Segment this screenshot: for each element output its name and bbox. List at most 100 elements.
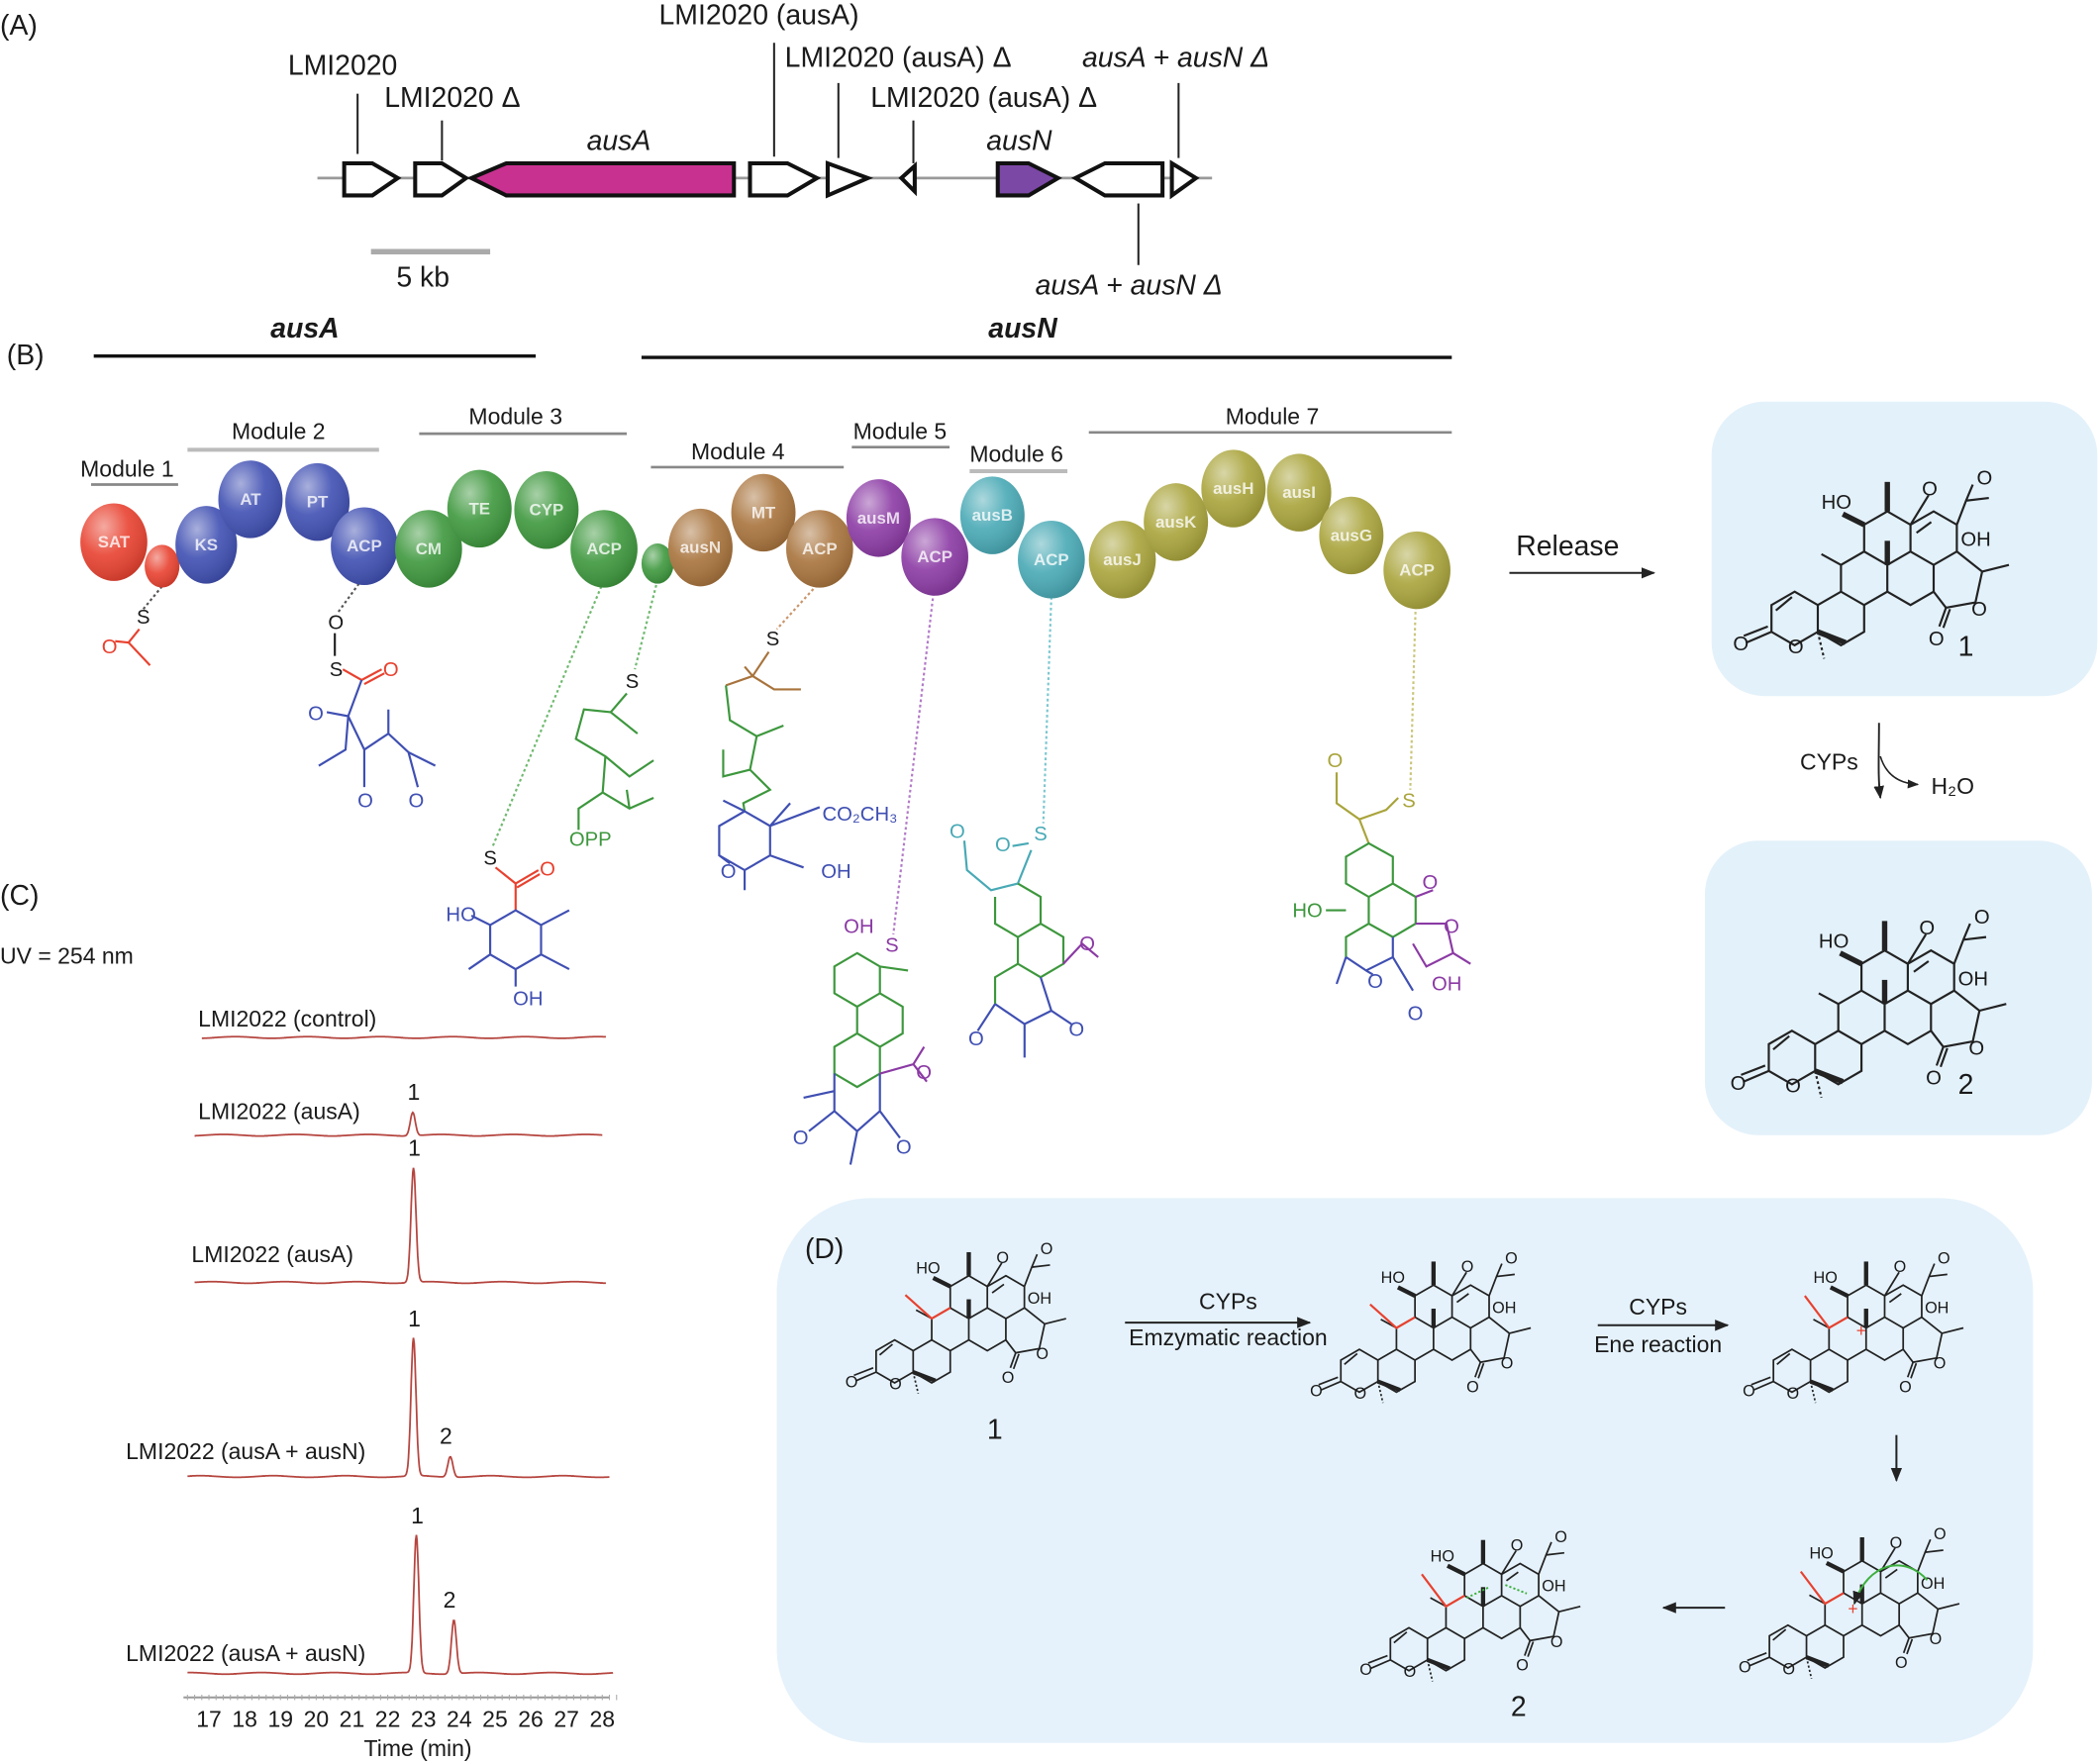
atom-sulfur: S: [1034, 824, 1048, 845]
atom-oxygen: O: [995, 834, 1011, 856]
atom-oxygen: O: [383, 659, 399, 681]
domain-ausb: ausB: [959, 476, 1025, 554]
oxidation-arrow: [1873, 723, 1884, 800]
domain-acp: ACP: [570, 510, 638, 588]
module-label: Module 3: [468, 404, 562, 430]
domain-label: ausM: [857, 509, 900, 528]
atom-oxygen: O: [540, 858, 555, 880]
domain-acp: ACP: [786, 510, 853, 588]
atom-hydroxyl: OH: [844, 917, 873, 938]
domain-ks: KS: [175, 506, 238, 584]
domain-label: ACP: [1034, 550, 1069, 569]
x-tick-label: 18: [232, 1706, 257, 1731]
atom-oxygen: O: [357, 790, 373, 812]
step-1-description: Emzymatic reaction: [1129, 1324, 1328, 1350]
domain-acp: ACP: [331, 507, 398, 585]
peak-label: 1: [408, 1135, 421, 1161]
atom-hydroxyl: HO: [446, 904, 475, 926]
module-label: Module 5: [853, 419, 948, 444]
panel-b: (B) ausA ausN Module 1 Module 2 Module 3…: [7, 313, 2098, 1165]
tether-line: [634, 584, 657, 670]
gene-arrow: [898, 161, 917, 197]
marker-label: LMI2020 (ausA) Δ: [785, 43, 1012, 74]
mechanism-compound-2-label: 2: [1511, 1692, 1527, 1723]
x-tick-label: 23: [411, 1706, 437, 1731]
domain-at: AT: [218, 460, 283, 539]
domain-cyp: CYP: [514, 471, 579, 549]
domain-label: AT: [240, 490, 261, 509]
domain-te: TE: [447, 469, 512, 548]
domain-sat: SAT: [80, 503, 148, 581]
intermediate-module-2: O S O O O O: [308, 613, 437, 812]
step-1-catalyst: CYPs: [1199, 1289, 1257, 1315]
chromatogram-trace: LMI2022 (control): [198, 1006, 606, 1039]
atom-sulfur: S: [483, 848, 497, 870]
gene-arrow: [1169, 159, 1200, 200]
x-tick-label: 19: [267, 1706, 293, 1731]
trace-line: [201, 1035, 606, 1039]
gene-label-ausA: ausA: [587, 125, 651, 156]
tether-line: [1409, 606, 1417, 790]
marker-label: LMI2020: [288, 50, 398, 82]
x-tick-label: 28: [590, 1706, 616, 1731]
atom-hydroxyl: OH: [1432, 974, 1461, 996]
tether-line: [775, 584, 818, 631]
tether-line: [336, 582, 360, 614]
panel-label-d: (D): [805, 1233, 844, 1265]
domain-cm: CM: [395, 510, 462, 588]
step-2-catalyst: CYPs: [1629, 1294, 1687, 1320]
gene-ausN: [995, 160, 1062, 198]
module-label: Module 7: [1226, 404, 1320, 430]
atom-sulfur: S: [137, 607, 150, 629]
marker-label: ausA + ausN Δ: [1036, 270, 1223, 302]
trace-label: LMI2022 (ausA): [198, 1099, 360, 1125]
chromatogram-trace: LMI2022 (ausA + ausN)12: [126, 1306, 610, 1479]
panel-label-a: (A): [0, 10, 38, 42]
domain-label: ausB: [972, 506, 1013, 525]
x-tick-label: 27: [553, 1706, 579, 1731]
marker-label: LMI2020 (ausA): [659, 0, 859, 31]
peak-label: 2: [440, 1423, 452, 1449]
intermediate-module-5: OH S O O O: [793, 917, 932, 1165]
intermediate-module-6: O O S O O O: [950, 822, 1099, 1058]
domain-label: SAT: [98, 533, 131, 551]
intermediate-module-1: S O: [102, 607, 151, 666]
domain-linker: [641, 543, 674, 584]
domain-label: ausG: [1331, 526, 1372, 544]
domain-ausg: ausG: [1319, 496, 1384, 575]
cation-sign: +: [1856, 1321, 1866, 1340]
atom-oxygen: O: [916, 1062, 932, 1084]
intermediate-module-7: O S HO O O O O OH: [1292, 750, 1471, 1025]
module-label: Module 2: [232, 419, 326, 444]
module-label: Module 6: [969, 441, 1063, 467]
atom-hydroxyl: OH: [821, 861, 850, 883]
header-ausN: ausN: [988, 313, 1057, 344]
panel-label-b: (B): [7, 340, 45, 371]
atom-sulfur: S: [626, 671, 640, 693]
x-tick-label: 17: [196, 1706, 222, 1731]
x-tick-label: 26: [518, 1706, 544, 1731]
compound-2-box: [1704, 840, 2092, 1135]
compound-2-label: 2: [1958, 1069, 1974, 1101]
atom-oxygen: O: [328, 613, 344, 635]
panel-c: (C) UV = 254 nm LMI2022 (control)LMI2022…: [0, 880, 618, 1761]
gene-arrow: [825, 160, 874, 199]
domain-mt: MT: [731, 473, 796, 552]
atom-oxygen: O: [1444, 917, 1459, 938]
gene-label-ausN: ausN: [986, 125, 1052, 156]
atom-oxygen: O: [896, 1137, 912, 1159]
atom-oxygen: O: [1079, 933, 1095, 955]
step-2-description: Ene reaction: [1594, 1331, 1722, 1357]
trace-label: LMI2022 (ausA): [191, 1241, 353, 1267]
domain-label: ACP: [586, 539, 622, 558]
panel-a: (A) LMI2020 LMI2020 Δ LMI2020 (ausA) LMI…: [0, 0, 1269, 302]
x-tick-label: 21: [340, 1706, 365, 1731]
panel-d: (D) 1 CYPs Emzymatic reaction CYPs Ene r…: [776, 1198, 2034, 1743]
domain-label: ACP: [802, 539, 838, 558]
domain-label: PT: [307, 493, 329, 512]
scale-bar-label: 5 kb: [396, 261, 450, 293]
atom-oxygen: O: [308, 704, 324, 726]
atom-oxygen: O: [102, 637, 118, 658]
